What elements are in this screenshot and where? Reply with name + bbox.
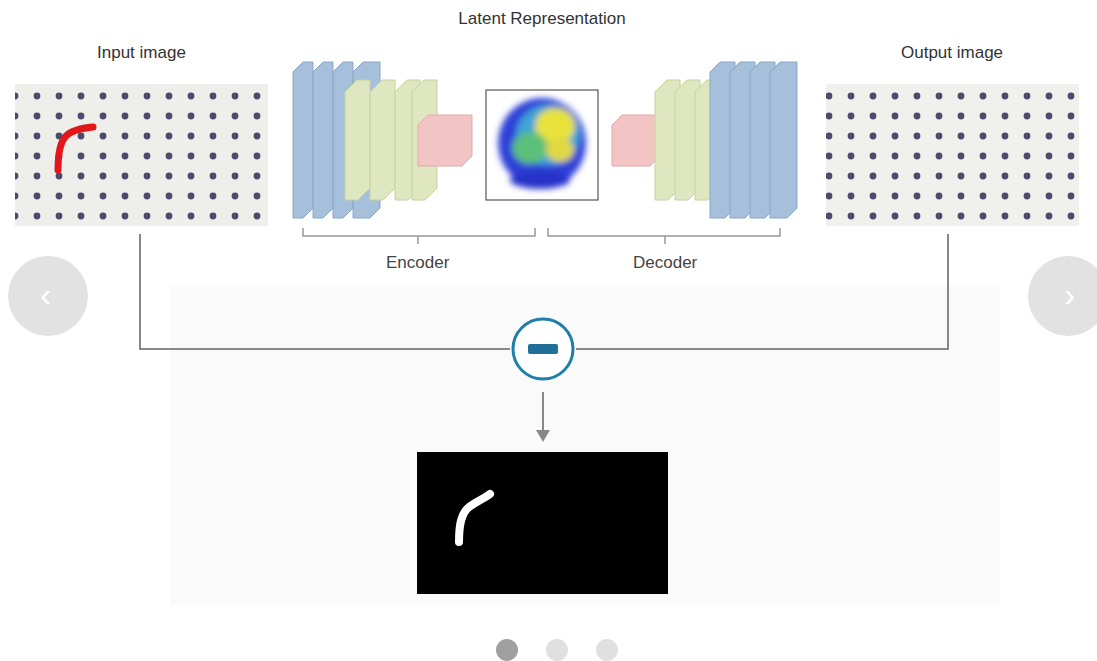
page-dot bbox=[546, 639, 568, 661]
difference-mask bbox=[417, 452, 668, 594]
minus-symbol bbox=[513, 319, 573, 379]
output-picture bbox=[826, 84, 1079, 226]
node-heading: Output image bbox=[901, 42, 1003, 64]
minus-symbol bbox=[528, 344, 558, 354]
node-heading: Input image bbox=[97, 42, 186, 64]
bracket bbox=[303, 228, 780, 244]
input-picture bbox=[15, 84, 268, 226]
section-label: Encoder bbox=[386, 253, 449, 273]
latent-box: Latent Representation bbox=[486, 90, 598, 200]
section-label: Decoder bbox=[633, 253, 697, 273]
carousel-arrow: › bbox=[1064, 277, 1075, 311]
image-panel: Output image bbox=[826, 84, 1079, 226]
decoder-layers bbox=[612, 62, 797, 218]
latent-cloud bbox=[486, 90, 598, 200]
carousel-button bbox=[8, 256, 88, 336]
page-dot bbox=[496, 639, 518, 661]
carousel-arrow: ‹ bbox=[40, 277, 51, 311]
image-panel: Input image bbox=[15, 84, 268, 226]
wire bbox=[140, 234, 948, 432]
encoder-layers bbox=[293, 62, 472, 218]
page-dot bbox=[596, 639, 618, 661]
background-panel bbox=[170, 285, 1000, 605]
carousel-button bbox=[1028, 256, 1097, 336]
node-heading: Latent Representation bbox=[457, 8, 627, 30]
arrow-head bbox=[536, 430, 550, 442]
